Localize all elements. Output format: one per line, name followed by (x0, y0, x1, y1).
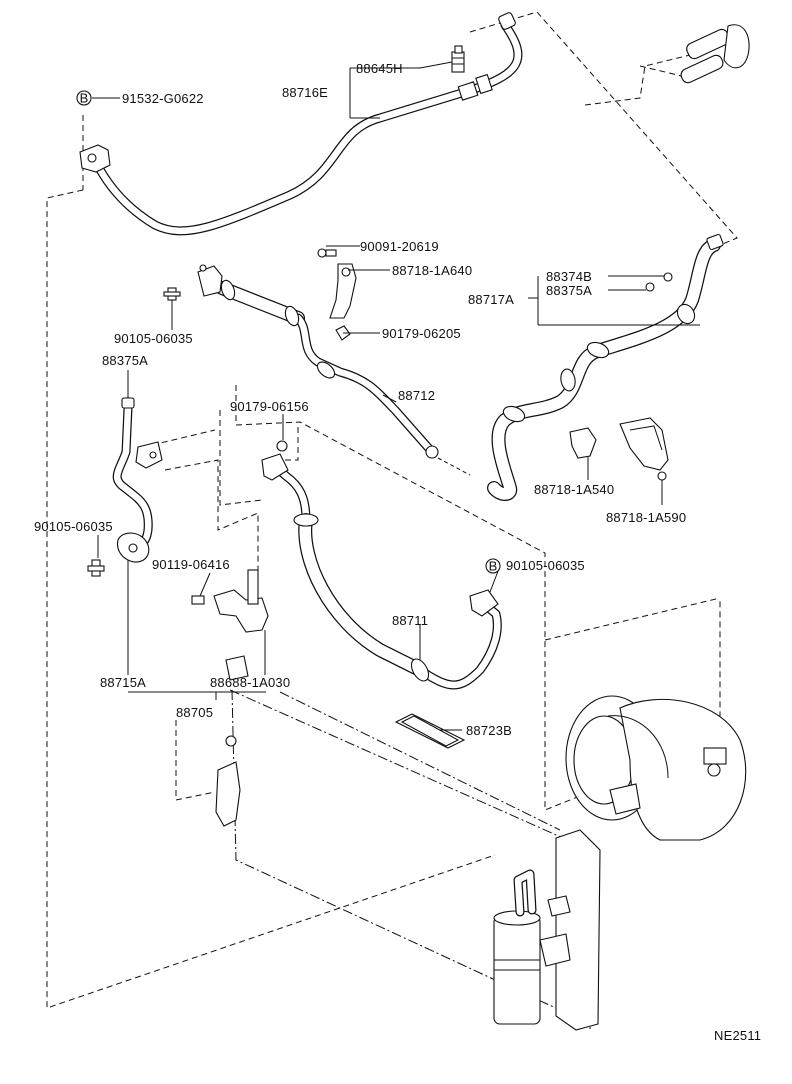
label-90179-06205: 90179-06205 (382, 326, 461, 341)
label-88716e: 88716E (282, 85, 328, 100)
pipe-88715a (87, 287, 181, 577)
label-90105-06035-left: 90105-06035 (34, 519, 113, 534)
diagram-code: NE2511 (714, 1028, 761, 1043)
label-90119-06416: 90119-06416 (152, 557, 230, 572)
label-90091-20619: 90091-20619 (360, 239, 439, 254)
discharge-hose-88716e (79, 12, 523, 236)
label-88375a-top: 88375A (546, 283, 592, 298)
label-90105-06035-mid: 90105-06035 (506, 558, 585, 573)
label-88712: 88712 (398, 388, 435, 403)
label-88711: 88711 (392, 613, 428, 628)
label-90179-06156: 90179-06156 (230, 399, 309, 414)
compressor (565, 695, 747, 841)
bracket-88688-1a030 (191, 569, 269, 681)
label-88374b: 88374B (546, 269, 592, 284)
marker-b-mid: B (485, 558, 501, 574)
svg-text:B: B (489, 559, 498, 574)
label-91532-g0622: 91532-G0622 (122, 91, 204, 106)
label-90105-06035-top: 90105-06035 (114, 331, 193, 346)
label-88375a-left: 88375A (102, 353, 148, 368)
hose-88711 (261, 440, 502, 690)
label-88688-1a030: 88688-1A030 (210, 675, 290, 690)
leader-lines (92, 61, 700, 731)
condenser-assembly (215, 689, 601, 1031)
label-88718-1a540: 88718-1A540 (534, 482, 614, 497)
liquid-pipe-88712 (197, 264, 471, 476)
suction-hose-88717a (487, 24, 750, 501)
marker-b-top: B (76, 90, 92, 106)
svg-text:B: B (80, 91, 89, 106)
label-88645h: 88645H (356, 61, 403, 76)
label-88718-1a590: 88718-1A590 (606, 510, 686, 525)
label-88718-1a640: 88718-1A640 (392, 263, 472, 278)
label-88705: 88705 (176, 705, 213, 720)
insulator-88723b (394, 713, 466, 749)
label-88715a: 88715A (100, 675, 146, 690)
brackets-88718-1a540-1a590 (569, 417, 669, 481)
label-88717a: 88717A (468, 292, 514, 307)
bracket-88718-1a640 (317, 248, 357, 341)
assembly-outlines (46, 11, 738, 1009)
label-88723b: 88723B (466, 723, 512, 738)
